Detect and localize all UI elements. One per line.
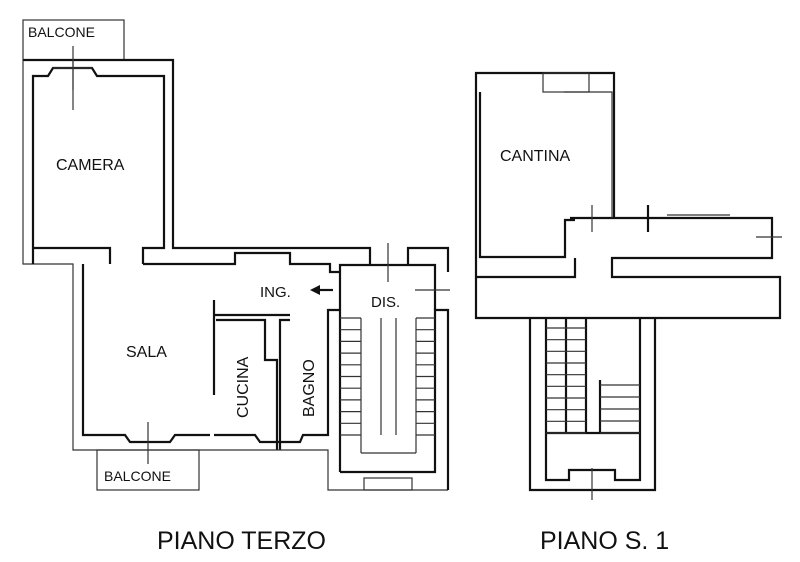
wall-outer-top xyxy=(23,58,372,265)
room-label-sala: SALA xyxy=(126,344,167,361)
cantina-inner-wall xyxy=(478,92,575,259)
stair-bottom-wall xyxy=(340,308,450,490)
sala-left-bottom-wall xyxy=(81,264,210,444)
camera-bottom-wall xyxy=(33,246,112,264)
stair-top-wall xyxy=(406,246,450,272)
wall-outer-left xyxy=(22,60,97,451)
stair-window xyxy=(363,477,413,491)
stair-shaft-inner-s1 xyxy=(544,318,642,482)
room-label-balcone-top: BALCONE xyxy=(28,24,95,40)
plan-piano-terzo xyxy=(22,19,450,491)
room-label-camera: CAMERA xyxy=(56,157,125,174)
plan-title-piano-s1: PIANO S. 1 xyxy=(540,527,669,555)
sala-top-wall xyxy=(143,251,340,274)
cantina-inner-top xyxy=(564,91,613,218)
stair-shaft-s1 xyxy=(528,318,657,492)
bagno-bottom-wall xyxy=(214,308,340,444)
room-label-ingresso: ING. xyxy=(260,284,291,301)
cucina-right-wall xyxy=(216,318,279,450)
camera-inner-wall xyxy=(31,66,166,264)
room-label-cucina: CUCINA xyxy=(235,356,252,418)
room-label-balcone-bottom: BALCONE xyxy=(104,468,171,484)
stair-steps xyxy=(340,317,435,454)
cantina-window xyxy=(542,72,590,93)
room-label-dis: DIS. xyxy=(371,294,400,311)
plan-title-piano-terzo: PIANO TERZO xyxy=(157,527,326,555)
stair-steps-s1 xyxy=(546,327,640,434)
bagno-left-wall xyxy=(278,318,290,450)
corridor-wall xyxy=(476,258,577,279)
cantina-outer-wall xyxy=(474,71,782,320)
plan-piano-s1 xyxy=(474,71,782,500)
room-label-cantina: CANTINA xyxy=(500,148,571,165)
room-label-bagno: BAGNO xyxy=(301,359,318,417)
entrance-arrow-icon xyxy=(310,285,320,295)
